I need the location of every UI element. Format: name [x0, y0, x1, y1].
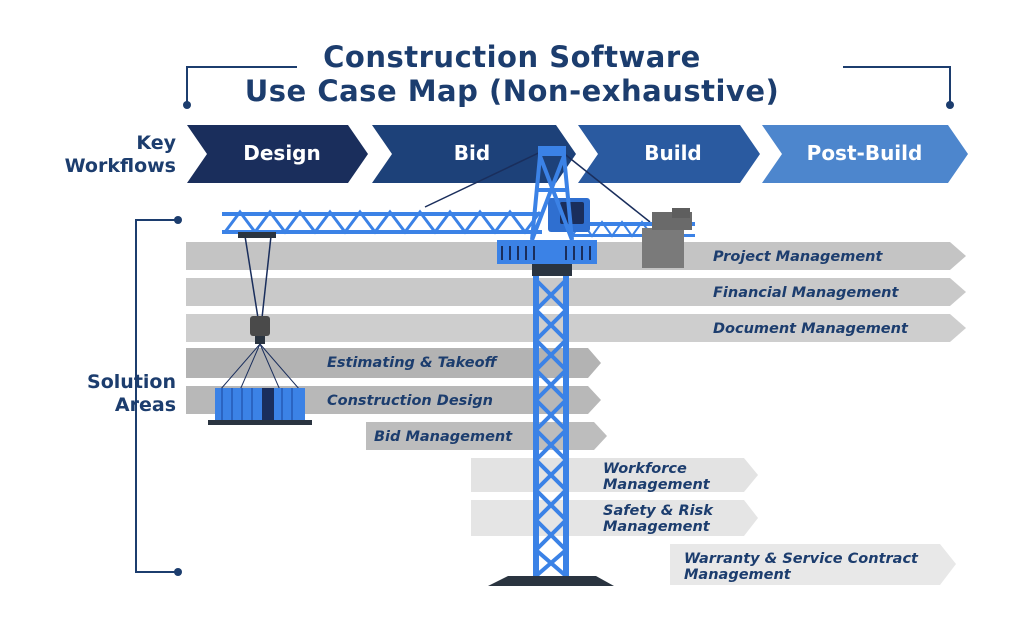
chevron-design: [187, 125, 368, 183]
solution-area-line: Management: [684, 567, 791, 583]
bar-estimating-takeoff: [186, 348, 601, 378]
solution-areas-label: Solution Areas: [40, 371, 176, 417]
solution-area-label: Construction Design: [327, 393, 493, 409]
bar-financial-management: [186, 278, 966, 306]
title-line-2: Use Case Map (Non-exhaustive): [244, 74, 780, 108]
solution-area-line: Estimating & Takeoff: [327, 355, 497, 371]
solution-area-line: Construction Design: [327, 393, 493, 409]
solution-area-label: Financial Management: [713, 285, 898, 301]
key-workflows-label-line-1: Key: [136, 132, 176, 154]
bracket-dot-right: [946, 101, 954, 109]
title-bracket: [186, 66, 951, 104]
solution-areas-label-line-1: Solution: [87, 371, 176, 393]
solution-area-label: Safety & Risk Management: [603, 503, 713, 535]
solution-area-line: Financial Management: [713, 285, 899, 301]
solution-areas-label-line-2: Areas: [114, 394, 176, 416]
chevron-build: [578, 125, 760, 183]
chevron-post-build: [762, 125, 968, 183]
bracket-dot-bottom: [174, 568, 182, 576]
workflow-build: Build: [644, 141, 702, 165]
bracket-dot-top: [174, 216, 182, 224]
solution-area-line: Warranty & Service Contract: [684, 551, 918, 567]
solution-areas-bracket: [135, 219, 178, 573]
solution-area-label: Warranty & Service Contract Management: [684, 551, 918, 583]
bracket-dot-left: [183, 101, 191, 109]
solution-area-label: Document Management: [713, 321, 908, 337]
key-workflows-label-line-2: Workflows: [64, 155, 176, 177]
workflow-bid: Bid: [453, 141, 491, 165]
workflow-design: Design: [243, 141, 321, 165]
bar-warranty-management: [670, 544, 956, 585]
solution-area-line: Management: [603, 519, 710, 535]
solution-area-line: Management: [603, 477, 710, 493]
title-line-1: Construction Software: [323, 40, 701, 74]
bar-document-management: [186, 314, 966, 342]
solution-area-line: Document Management: [713, 321, 908, 337]
key-workflows-label: Key Workflows: [40, 132, 176, 178]
tower-crane-illustration: [208, 146, 695, 586]
solution-area-line: Project Management: [713, 249, 883, 265]
solution-area-label: Workforce Management: [603, 461, 710, 493]
solution-area-label: Bid Management: [374, 429, 512, 445]
workflow-post-build: Post-Build: [806, 141, 923, 165]
solution-area-line: Bid Management: [374, 429, 513, 445]
solution-area-label: Project Management: [713, 249, 882, 265]
chevron-bid: [372, 125, 576, 183]
solution-area-line: Safety & Risk: [603, 503, 713, 519]
solution-area-line: Workforce: [603, 461, 687, 477]
solution-area-label: Estimating & Takeoff: [327, 355, 497, 371]
